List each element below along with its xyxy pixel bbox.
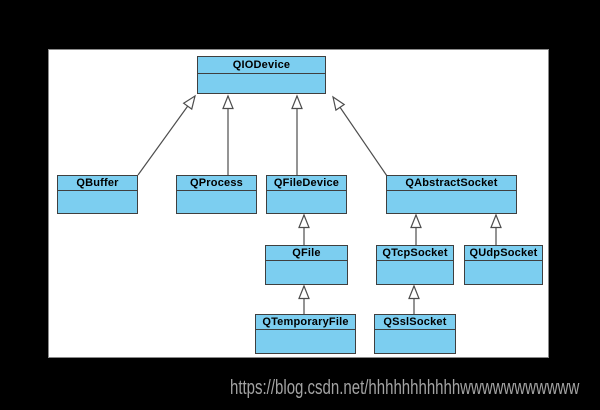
class-name: QFileDevice <box>267 176 346 191</box>
class-name: QSslSocket <box>375 315 455 330</box>
class-name: QAbstractSocket <box>387 176 516 191</box>
class-box-qudpsocket: QUdpSocket <box>464 245 543 285</box>
diagram-canvas: QIODevice QBuffer QProcess QFileDevice Q… <box>48 49 549 358</box>
class-body-compartment <box>177 191 256 213</box>
connector-qabstractsocket-to-qiodevice <box>332 95 388 177</box>
class-body-compartment <box>377 261 453 284</box>
class-box-qprocess: QProcess <box>176 175 257 214</box>
class-box-qabstractsocket: QAbstractSocket <box>386 175 517 214</box>
class-box-qtcpsocket: QTcpSocket <box>376 245 454 285</box>
class-body-compartment <box>267 191 346 213</box>
class-box-qfile: QFile <box>265 245 348 285</box>
connector-qbuffer-to-qiodevice <box>137 94 196 176</box>
watermark-url: https://blog.csdn.net/hhhhhhhhhhhwwwwwww… <box>230 377 580 399</box>
inheritance-connectors <box>137 94 502 314</box>
class-box-qsslsocket: QSslSocket <box>374 314 456 354</box>
class-body-compartment <box>58 191 137 213</box>
class-body-compartment <box>256 330 355 353</box>
class-body-compartment <box>465 261 542 284</box>
class-body-compartment <box>375 330 455 353</box>
class-name: QTcpSocket <box>377 246 453 261</box>
class-name: QIODevice <box>198 57 325 74</box>
class-box-qiodevice: QIODevice <box>197 56 326 94</box>
class-box-qtemporaryfile: QTemporaryFile <box>255 314 356 354</box>
class-name: QProcess <box>177 176 256 191</box>
class-name: QTemporaryFile <box>256 315 355 330</box>
class-body-compartment <box>266 261 347 284</box>
class-name: QFile <box>266 246 347 261</box>
class-box-qbuffer: QBuffer <box>57 175 138 214</box>
class-body-compartment <box>387 191 516 213</box>
class-body-compartment <box>198 74 325 93</box>
class-name: QUdpSocket <box>465 246 542 261</box>
class-name: QBuffer <box>58 176 137 191</box>
class-box-qfiledevice: QFileDevice <box>266 175 347 214</box>
